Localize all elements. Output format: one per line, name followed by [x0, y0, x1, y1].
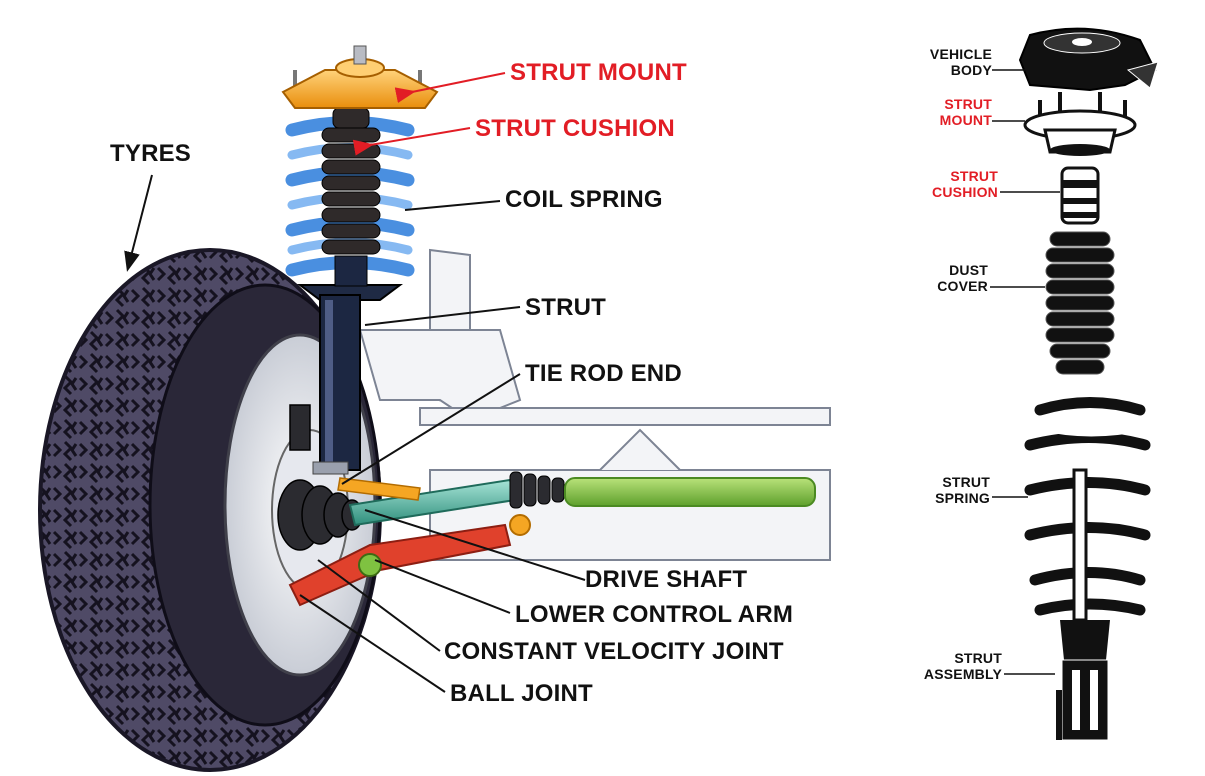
label-ball-joint: BALL JOINT — [450, 680, 593, 707]
main-illustration — [38, 45, 831, 772]
exploded-leader-lines — [990, 69, 1060, 675]
exploded-view — [1018, 27, 1159, 741]
label-strut-spring: STRUT SPRING — [935, 474, 990, 506]
tie-rod — [564, 477, 816, 507]
lower-control-arm-part — [288, 523, 512, 607]
cv-joint-boot — [277, 479, 363, 551]
label-exploded-strut-cushion: STRUT CUSHION — [932, 168, 998, 200]
exploded-strut-spring — [1024, 397, 1151, 616]
label-drive-shaft: DRIVE SHAFT — [585, 566, 748, 593]
bellows — [321, 107, 381, 287]
exploded-strut-cushion — [1060, 166, 1100, 225]
rack-boot — [509, 471, 565, 509]
exploded-strut-mount — [1023, 92, 1137, 156]
label-dust-cover: DUST COVER — [937, 262, 988, 294]
label-tie-rod-end: TIE ROD END — [525, 360, 682, 387]
label-strut-cushion: STRUT CUSHION — [475, 115, 675, 142]
label-vehicle-body: VEHICLE BODY — [929, 46, 992, 78]
strut-mount-part — [281, 45, 439, 109]
label-exploded-strut-mount: STRUT MOUNT — [939, 96, 992, 128]
vehicle-body-part — [1018, 27, 1159, 92]
label-strut-mount: STRUT MOUNT — [510, 59, 687, 86]
label-tyres: TYRES — [110, 140, 192, 167]
strut-body — [289, 284, 403, 475]
leader-lines — [124, 72, 586, 693]
bushing — [509, 514, 531, 536]
tie-rod-end-part — [337, 477, 421, 501]
exploded-strut-assembly — [1056, 468, 1110, 741]
label-coil-spring: COIL SPRING — [505, 186, 663, 213]
label-strut: STRUT — [525, 294, 606, 321]
ball-joint-part — [358, 553, 382, 577]
label-constant-velocity-joint: CONSTANT VELOCITY JOINT — [444, 638, 784, 665]
label-lower-control-arm: LOWER CONTROL ARM — [515, 601, 794, 628]
exploded-dust-cover — [1045, 231, 1115, 375]
label-strut-assembly: STRUT ASSEMBLY — [923, 650, 1002, 682]
